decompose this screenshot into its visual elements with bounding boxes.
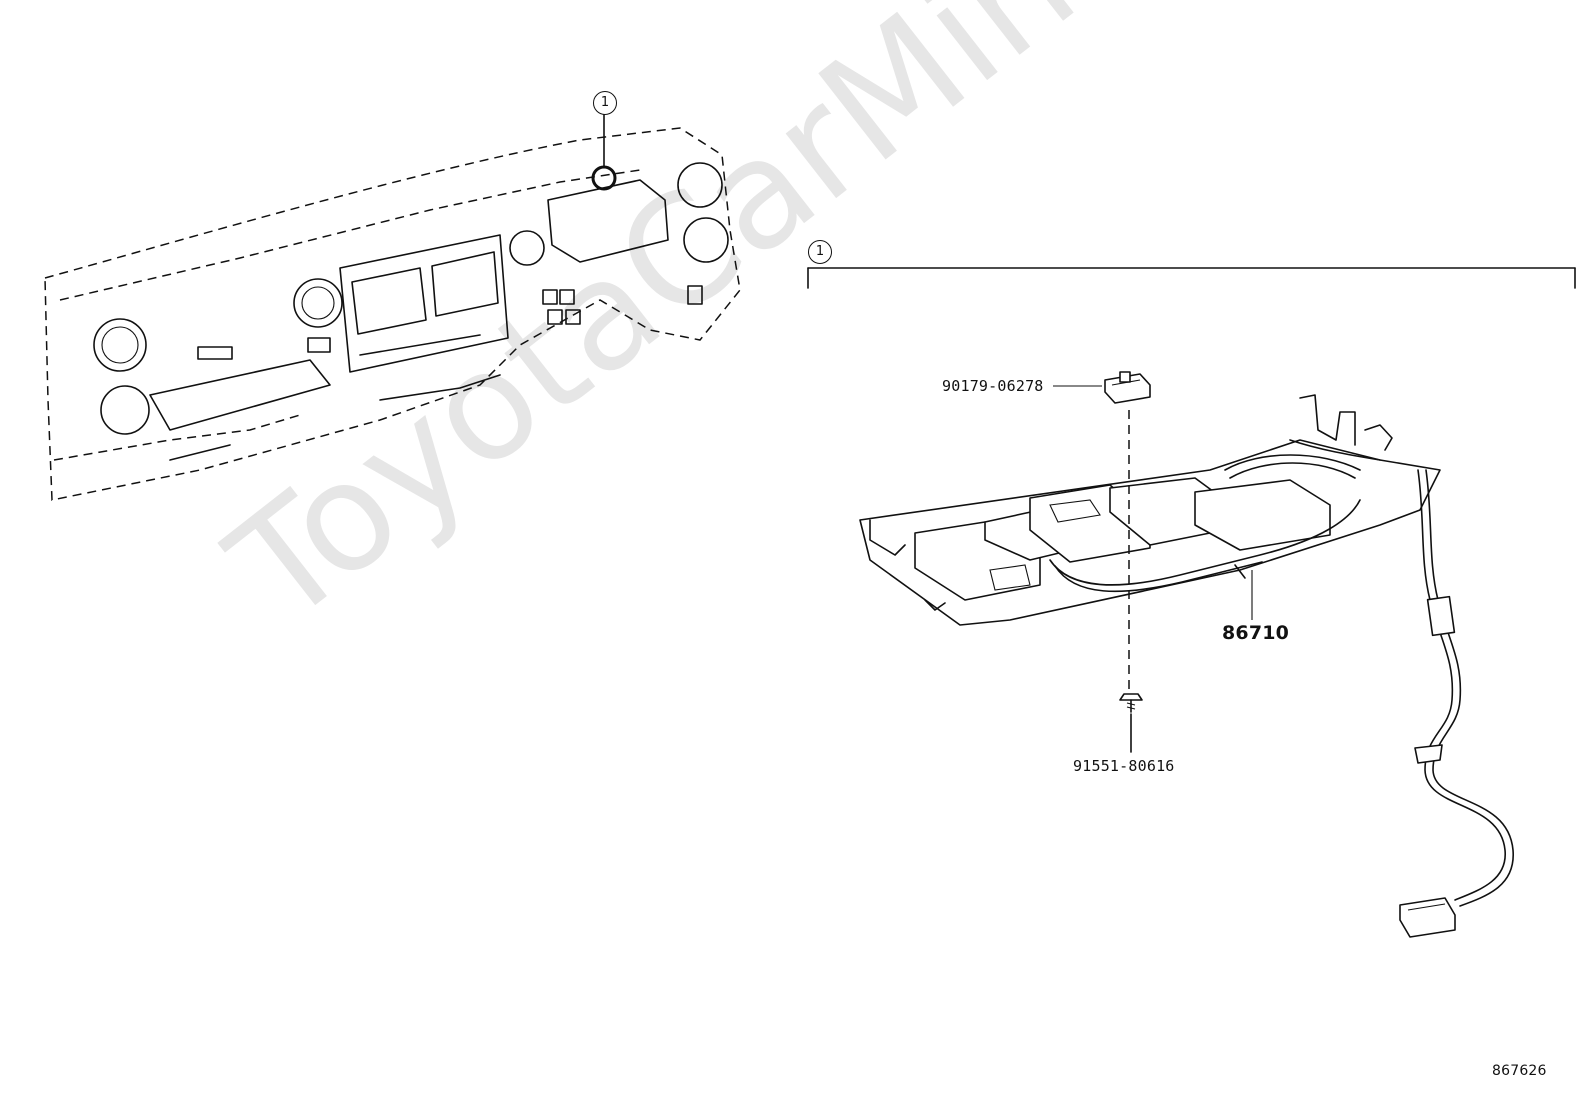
illustration-id: 867626 [1492,1063,1547,1079]
assembly-callout: 1 [808,240,832,264]
part-number-antenna-assy: 86710 [1222,622,1290,644]
location-callout: 1 [593,91,617,115]
instrument-panel-drawing [44,111,741,501]
part-number-nut: 90179-06278 [942,377,1044,395]
antenna-assembly-drawing [859,394,1514,938]
screw-drawing [1119,693,1143,713]
nut-drawing [1104,371,1151,404]
assembly-bracket [807,267,1576,289]
part-number-screw: 91551-80616 [1073,757,1175,775]
